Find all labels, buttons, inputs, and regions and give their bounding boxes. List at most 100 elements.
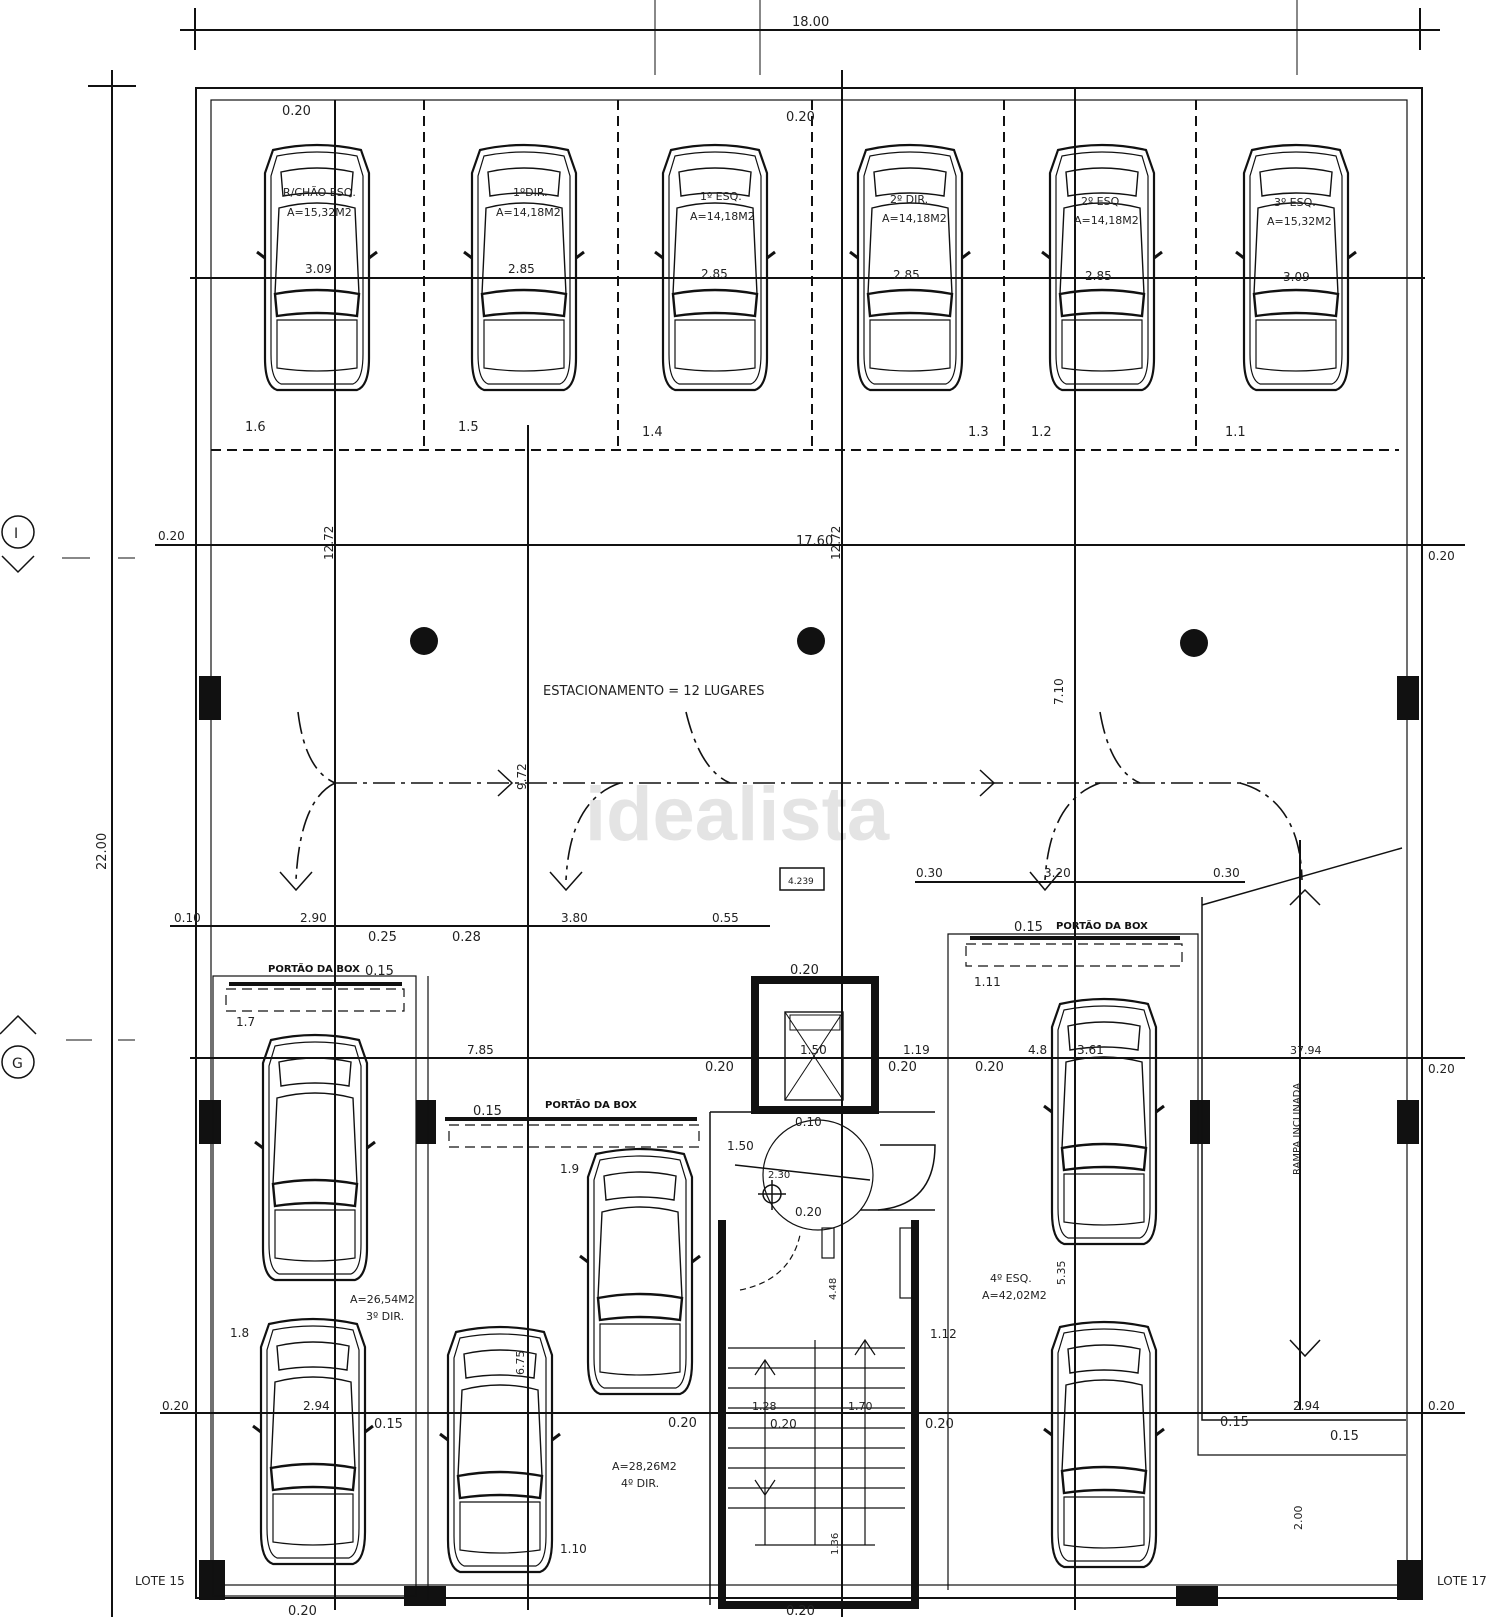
stair-treads [728,1338,905,1546]
ramp-label: RAMPA INCLINADA [1292,1083,1303,1175]
stall-width-1-2: 2.85 [1085,269,1112,283]
crosshair-symbol [758,1180,786,1210]
path-arrows [279,769,1061,892]
right-gate-label: PORTÃO DA BOX [1056,919,1148,932]
car-1-12 [1042,1320,1166,1569]
left-box-num-a: 1.7 [236,1015,255,1029]
svg-text:6.75: 6.75 [514,1351,527,1376]
svg-text:0.20: 0.20 [786,110,815,125]
svg-text:0.15: 0.15 [1220,1415,1249,1430]
svg-text:4.8: 4.8 [1028,1043,1047,1057]
stall-area-1-3: A=14,18M2 [882,212,947,225]
svg-text:2.94: 2.94 [303,1399,330,1413]
top-cars [255,143,1358,392]
svg-text:4.48: 4.48 [828,1278,839,1300]
svg-text:1.36: 1.36 [830,1533,841,1555]
svg-text:12.72: 12.72 [829,526,843,560]
middle-box-num-a: 1.9 [560,1162,579,1176]
parking-title: ESTACIONAMENTO = 12 LUGARES [543,684,765,699]
left-box: PORTÃO DA BOX A=26,54M2 3º DIR. 1.7 1.8 [212,962,429,1600]
stall-unit-1-5: 1ºDIR. [513,186,548,199]
svg-text:37.94: 37.94 [1290,1044,1322,1057]
svg-text:0.20: 0.20 [1428,1062,1455,1076]
svg-text:17.60: 17.60 [796,534,833,549]
stall-area-1-4: A=14,18M2 [690,210,755,223]
lot-right-label: LOTE 17 [1437,1574,1487,1588]
outer-walls [195,87,1423,1599]
top-stall-dividers [423,100,1197,450]
stall-unit-1-2: 2º ESQ. [1081,195,1123,208]
stall-width-1-5: 2.85 [508,262,535,276]
right-box: PORTÃO DA BOX 4º ESQ. A=42,02M2 1.11 1.1… [930,919,1406,1590]
car-1-10 [438,1325,562,1574]
stall-num-1-5: 1.5 [458,420,479,435]
svg-text:0.20: 0.20 [1428,1399,1455,1413]
dim-total-height: 22.00 [95,833,110,870]
stall-width-1-1: 3.09 [1283,270,1310,284]
dim-total-width: 18.00 [792,15,829,30]
stall-num-1-1: 1.1 [1225,425,1246,440]
right-box-num-a: 1.11 [974,975,1001,989]
stall-unit-1-6: R/CHÃO ESQ. [283,186,356,199]
svg-text:0.20: 0.20 [1428,549,1455,563]
svg-text:1.70: 1.70 [848,1400,873,1413]
svg-text:0.15: 0.15 [365,964,394,979]
top-dimension: 18.00 [180,0,1440,75]
middle-gate-label: PORTÃO DA BOX [545,1098,637,1111]
stall-num-1-2: 1.2 [1031,425,1052,440]
left-box-num-b: 1.8 [230,1326,249,1340]
circulation-path [295,711,1303,881]
svg-text:0.20: 0.20 [786,1604,815,1617]
right-box-unit: 4º ESQ. [990,1272,1032,1285]
stair-core [709,976,936,1609]
section-marker-bottom: G [0,1014,135,1079]
svg-text:0.10: 0.10 [795,1115,822,1129]
svg-text:2.90: 2.90 [300,911,327,925]
svg-text:2.94: 2.94 [1293,1399,1320,1413]
car-1-9 [578,1147,702,1396]
left-box-unit: 3º DIR. [366,1310,404,1323]
axis-lines [155,70,1465,1617]
watermark: idealista [585,772,890,857]
middle-box: PORTÃO DA BOX A=28,26M2 4º DIR. 1.9 1.10 [438,1098,702,1574]
box-tag: 4.239 [779,867,825,891]
stall-area-1-6: A=15,32M2 [287,206,352,219]
svg-text:0.15: 0.15 [1014,920,1043,935]
svg-text:I: I [14,526,18,542]
middle-box-unit: 4º DIR. [621,1477,659,1490]
svg-text:0.20: 0.20 [925,1417,954,1432]
lot-left-label: LOTE 15 [135,1574,185,1588]
svg-text:1.50: 1.50 [800,1043,827,1057]
right-box-area: A=42,02M2 [982,1289,1047,1302]
svg-text:0.20: 0.20 [162,1399,189,1413]
svg-text:5.35: 5.35 [1055,1261,1068,1286]
dimension-labels: 0.20 0.20 0.20 17.60 0.20 12.72 12.72 7.… [158,104,1455,1617]
stall-width-1-4: 2.85 [701,267,728,281]
svg-text:0.15: 0.15 [374,1417,403,1432]
left-gate-label: PORTÃO DA BOX [268,962,360,975]
svg-text:12.72: 12.72 [322,526,336,560]
stall-num-1-4: 1.4 [642,425,663,440]
middle-box-num-b: 1.10 [560,1542,587,1556]
columns [199,627,1423,1606]
stall-unit-1-4: 1º ESQ. [700,190,742,203]
stall-width-1-3: 2.85 [893,268,920,282]
svg-text:2.00: 2.00 [1292,1506,1305,1531]
svg-text:0.25: 0.25 [368,930,397,945]
svg-text:0.20: 0.20 [668,1416,697,1431]
stall-area-1-2: A=14,18M2 [1074,214,1139,227]
stall-num-1-3: 1.3 [968,425,989,440]
svg-text:3.80: 3.80 [561,911,588,925]
top-stall-labels: R/CHÃO ESQ. A=15,32M2 3.09 1.6 1ºDIR. A=… [245,186,1332,440]
svg-text:0.30: 0.30 [1213,866,1240,880]
svg-text:0.20: 0.20 [158,529,185,543]
svg-text:3.61: 3.61 [1077,1043,1104,1057]
svg-text:G: G [12,1056,23,1072]
svg-text:0.20: 0.20 [795,1205,822,1219]
svg-text:0.28: 0.28 [452,930,481,945]
car-1-2 [1040,143,1164,392]
svg-text:1.50: 1.50 [727,1139,754,1153]
stall-num-1-6: 1.6 [245,420,266,435]
svg-text:0.20: 0.20 [790,963,819,978]
